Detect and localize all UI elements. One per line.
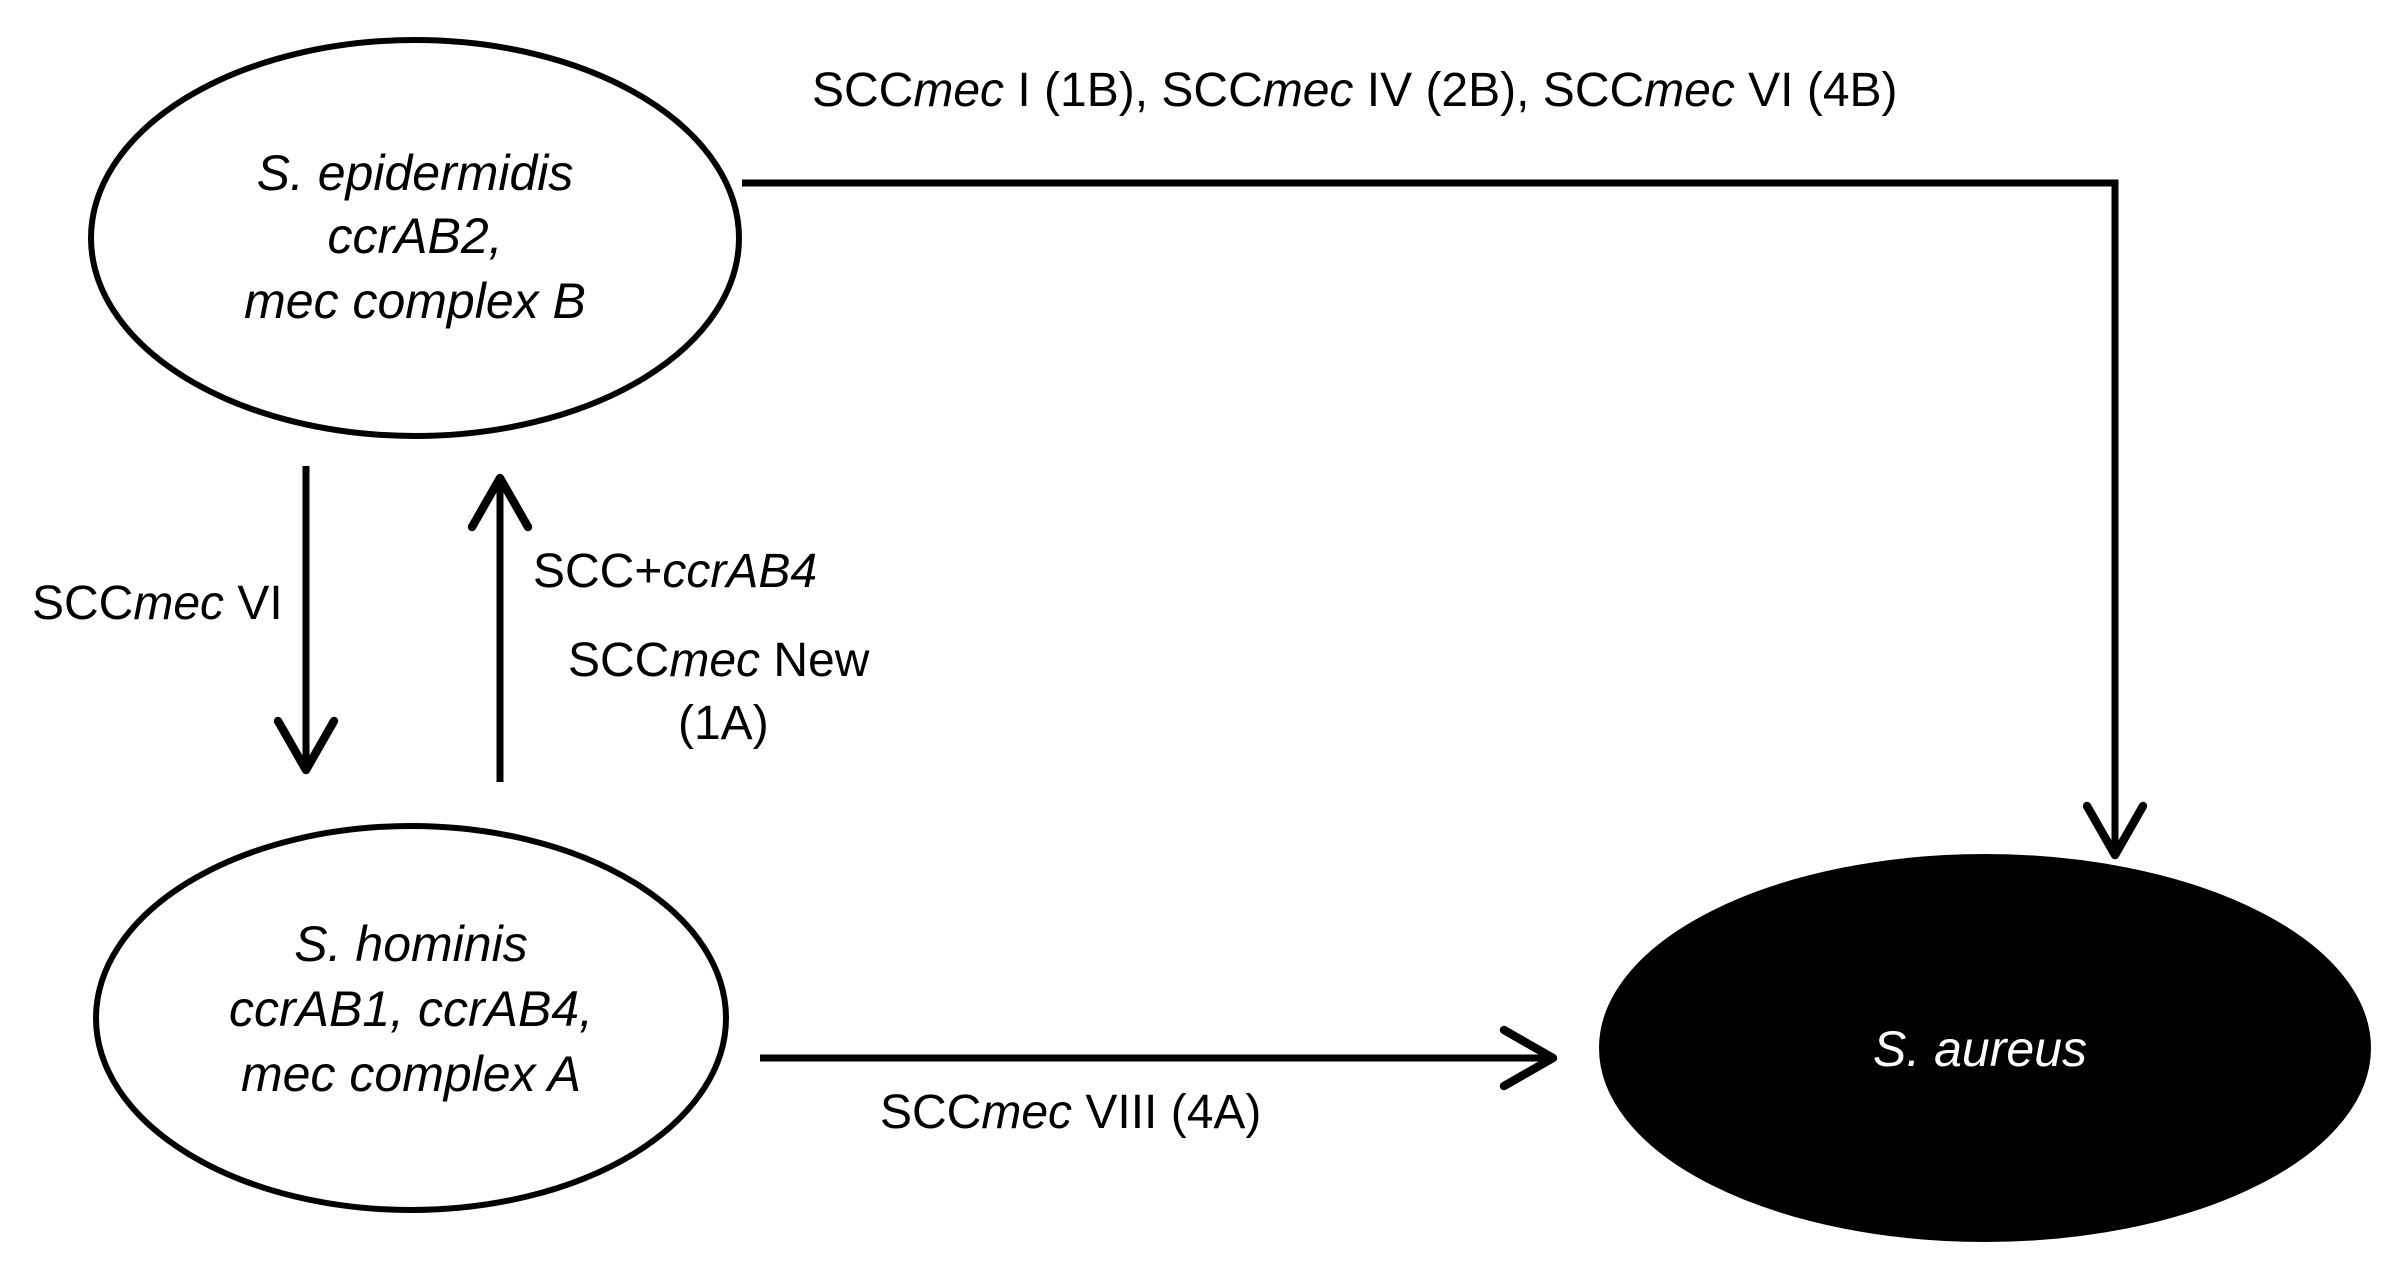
- edge-hominis-to-aureus: SCCmec VIII (4A): [760, 1025, 1558, 1139]
- node-hominis-mec: mec complex A: [241, 1046, 581, 1102]
- edge-right-prefix: SCC: [880, 1086, 981, 1139]
- edge-label-part1-italic: mec: [913, 64, 1004, 117]
- edge-right-italic: mec: [981, 1086, 1072, 1139]
- edge-up-line2-suffix: New: [760, 634, 870, 687]
- node-hominis: S. hominis ccrAB1, ccrAB4, mec complex A: [93, 823, 729, 1213]
- edge-label-part3-prefix: SCC: [1543, 64, 1644, 117]
- edge-label-part3-suffix: VI (4B): [1735, 64, 1898, 117]
- node-hominis-ccr: ccrAB1, ccrAB4,: [229, 981, 593, 1037]
- edge-epidermidis-to-hominis-label: SCCmec VI: [32, 577, 283, 630]
- edge-epidermidis-to-aureus-line: [742, 179, 2148, 860]
- edge-up-line2-italic: mec: [669, 634, 760, 687]
- edge-label-part3-italic: mec: [1644, 64, 1735, 117]
- edge-label-part2-prefix: SCC: [1161, 64, 1262, 117]
- node-aureus-label: S. aureus: [1873, 1021, 2087, 1077]
- edge-epidermidis-to-aureus: SCCmec I (1B), SCCmec IV (2B), SCCmec VI…: [742, 64, 2148, 860]
- node-aureus: S. aureus: [1599, 854, 2371, 1242]
- node-hominis-shape: [93, 823, 729, 1213]
- edge-up-line1-italic: ccrAB4: [662, 545, 817, 598]
- edge-hominis-to-epidermidis-label-3: (1A): [678, 697, 769, 750]
- edge-hominis-to-epidermidis-label-1: SCC+ccrAB4: [533, 545, 817, 598]
- edge-hominis-to-epidermidis-label-2: SCCmec New: [568, 634, 870, 687]
- node-aureus-shape: [1599, 854, 2371, 1242]
- edge-up-line2-prefix: SCC: [568, 634, 669, 687]
- edge-hominis-to-epidermidis: SCC+ccrAB4 SCCmec New (1A): [467, 473, 870, 782]
- node-hominis-species: S. hominis: [294, 916, 527, 972]
- node-epidermidis: S. epidermidis ccrAB2, mec complex B: [88, 37, 742, 439]
- node-epidermidis-mec: mec complex B: [244, 273, 586, 329]
- edge-up-line1-prefix: SCC+: [533, 545, 662, 598]
- edge-epidermidis-to-hominis: SCCmec VI: [32, 466, 339, 775]
- edge-label-part2-suffix: IV (2B),: [1353, 64, 1542, 117]
- edge-label-part1-suffix: I (1B),: [1004, 64, 1161, 117]
- edge-label-part1-prefix: SCC: [812, 64, 913, 117]
- edge-down-prefix: SCC: [32, 577, 133, 630]
- node-epidermidis-shape: [88, 37, 742, 439]
- edge-right-suffix: VIII (4A): [1072, 1086, 1261, 1139]
- edge-epidermidis-to-aureus-label: SCCmec I (1B), SCCmec IV (2B), SCCmec VI…: [812, 64, 1898, 117]
- node-epidermidis-species: S. epidermidis: [257, 145, 574, 201]
- edge-hominis-to-aureus-label: SCCmec VIII (4A): [880, 1086, 1261, 1139]
- edge-down-suffix: VI: [224, 577, 283, 630]
- edge-label-part2-italic: mec: [1263, 64, 1354, 117]
- edge-down-italic: mec: [133, 577, 224, 630]
- node-epidermidis-ccr: ccrAB2,: [327, 208, 502, 264]
